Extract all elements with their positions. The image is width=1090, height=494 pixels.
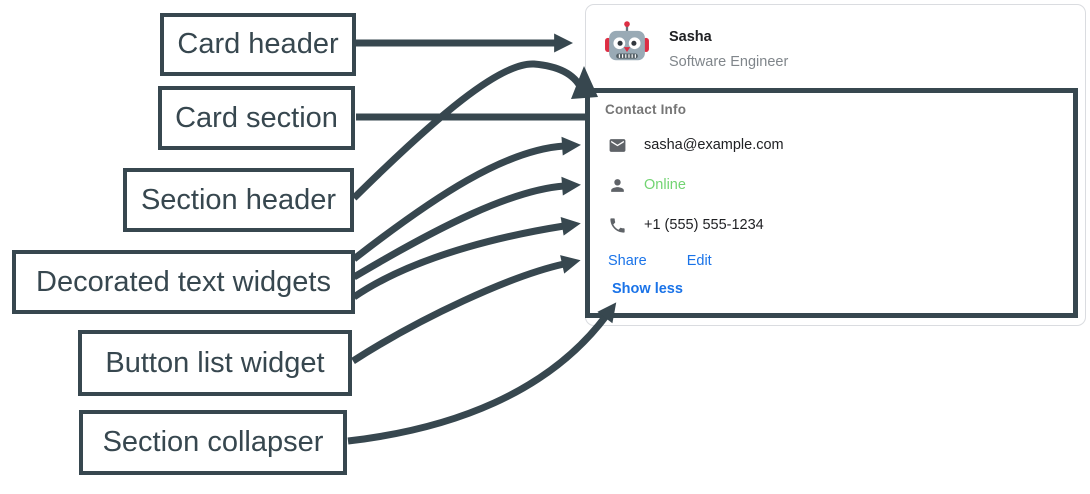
annotation-label-card-header: Card header	[160, 13, 356, 76]
annotation-text: Section collapser	[102, 426, 324, 458]
share-button[interactable]: Share	[608, 253, 647, 269]
edit-button[interactable]: Edit	[686, 253, 712, 269]
annotation-text: Card section	[175, 101, 338, 134]
arrow-button-list	[351, 255, 581, 364]
button-list: Share Edit	[608, 253, 712, 269]
decorated-text-value: sasha@example.com	[644, 137, 784, 153]
annotation-label-card-section: Card section	[158, 86, 355, 150]
arrow-decorated-status	[352, 176, 581, 281]
decorated-text-value: Online	[644, 177, 686, 193]
card-subtitle: Software Engineer	[669, 54, 789, 70]
annotation-label-decorated-text-widgets: Decorated text widgets	[12, 250, 355, 314]
arrow-section-collapser	[347, 302, 617, 445]
arrow-section-header	[351, 60, 585, 201]
decorated-text-status: Online	[608, 174, 686, 196]
phone-icon	[608, 216, 627, 235]
person-icon	[608, 176, 627, 195]
arrow-decorated-email	[351, 136, 581, 262]
arrow-decorated-phone	[352, 216, 581, 300]
section-header: Contact Info	[605, 102, 687, 117]
email-icon	[608, 136, 627, 155]
robot-avatar-icon	[604, 20, 650, 66]
annotation-text: Decorated text widgets	[36, 265, 331, 298]
card-header: Sasha Software Engineer	[586, 5, 1085, 89]
annotation-text: Section header	[140, 183, 337, 216]
section-collapser-button[interactable]: Show less	[612, 281, 683, 297]
card-title: Sasha	[669, 29, 712, 45]
annotation-text: Card header	[177, 28, 339, 60]
decorated-text-value: +1 (555) 555-1234	[644, 217, 764, 233]
annotation-label-section-collapser: Section collapser	[79, 410, 347, 475]
annotation-text: Button list widget	[105, 346, 325, 379]
annotation-label-button-list-widget: Button list widget	[78, 330, 352, 396]
annotation-label-section-header: Section header	[123, 168, 354, 232]
card-section: Contact Info sasha@example.com Online +1…	[585, 88, 1078, 318]
decorated-text-phone: +1 (555) 555-1234	[608, 214, 764, 236]
decorated-text-email: sasha@example.com	[608, 134, 784, 156]
